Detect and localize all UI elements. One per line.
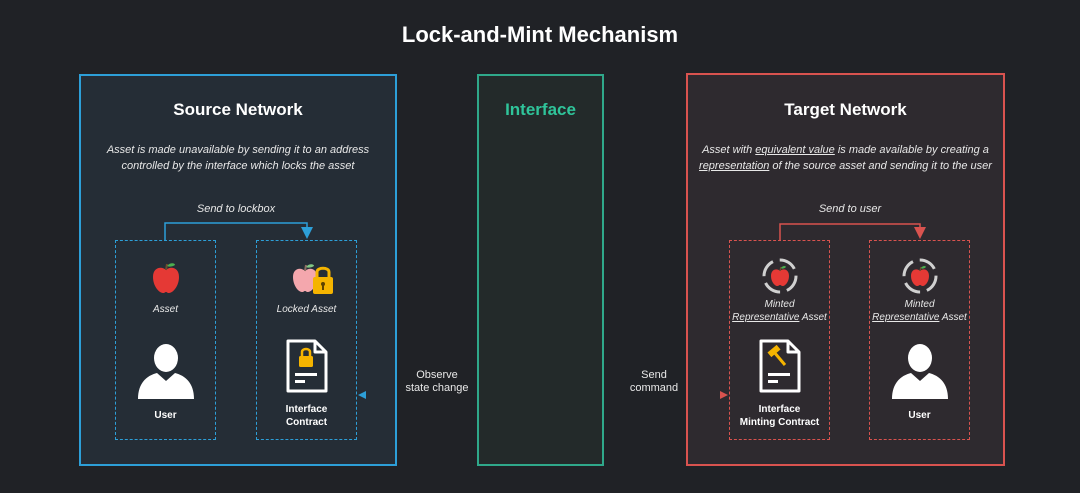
interface-contract-label: Interface Contract — [257, 403, 356, 429]
target-desc-equivalent-value: equivalent value — [755, 144, 835, 156]
target-contract-box: Minted Representative Asset Interface Mi… — [729, 240, 830, 440]
source-desc-line1: Asset is made unavailable by sending it … — [106, 144, 370, 156]
observe-line2: state change — [405, 382, 469, 394]
minting-contract-line1: Interface — [758, 404, 801, 415]
minted-asset-word: Asset — [799, 312, 827, 323]
source-network-title: Source Network — [173, 100, 303, 119]
send-command-line2: command — [629, 382, 679, 394]
source-network-panel: Source Network Asset is made unavailable… — [79, 74, 397, 466]
minted-representative: Representative — [872, 312, 940, 323]
source-network-description: Asset is made unavailable by sending it … — [81, 142, 395, 174]
target-user-label: User — [908, 410, 931, 421]
page-title: Lock-and-Mint Mechanism — [401, 22, 679, 47]
target-network-title: Target Network — [784, 100, 907, 119]
source-contract-box: Locked Asset Interface Contract — [256, 240, 357, 440]
minted-asset-label: Minted Representative Asset — [730, 298, 829, 324]
target-desc-representation: representation — [699, 160, 770, 172]
minting-contract-label: Interface Minting Contract — [730, 403, 829, 429]
target-network-panel: Target Network Asset with equivalent val… — [686, 73, 1005, 466]
minted-asset-word: Asset — [939, 312, 967, 323]
minted-asset-label-user: Minted Representative Asset — [870, 298, 969, 324]
minted-line1: Minted — [904, 299, 935, 310]
send-to-lockbox-label: Send to lockbox — [196, 203, 276, 215]
minted-line2: Representative Asset — [730, 311, 829, 324]
contract-hammer-icon — [759, 339, 801, 393]
minted-line2: Representative Asset — [870, 311, 969, 324]
apple-icon — [153, 263, 179, 293]
user-icon — [138, 344, 194, 399]
send-to-lockbox-arrow — [164, 222, 313, 240]
target-desc-line1: Asset with equivalent value is made avai… — [688, 142, 1003, 158]
interface-panel: Interface — [477, 74, 604, 466]
user-icon — [892, 344, 948, 399]
observe-state-change-label: Observe state change — [398, 369, 476, 395]
asset-label: Asset — [152, 304, 178, 315]
send-to-user-arrow — [779, 223, 926, 240]
minted-representative: Representative — [732, 312, 800, 323]
minted-asset-icon — [902, 258, 938, 294]
interface-contract-line2: Contract — [285, 417, 328, 428]
source-user-box: Asset User — [115, 240, 216, 440]
locked-asset-label: Locked Asset — [276, 304, 337, 315]
target-desc-post: of the source asset and sending it to th… — [769, 160, 992, 172]
target-user-box: Minted Representative Asset User — [869, 240, 970, 440]
interface-title: Interface — [505, 100, 576, 119]
send-command-line1: Send — [641, 369, 667, 381]
contract-lock-icon — [286, 339, 328, 393]
target-desc-line2: representation of the source asset and s… — [688, 158, 1003, 174]
interface-contract-line1: Interface — [285, 404, 328, 415]
target-desc-pre: Asset with — [702, 144, 756, 156]
minted-line1: Minted — [764, 299, 795, 310]
target-desc-mid: is made available by creating a — [834, 144, 989, 156]
source-desc-line2: controlled by the interface which locks … — [121, 160, 355, 172]
locked-asset-icon — [293, 264, 333, 294]
minting-contract-line2: Minting Contract — [739, 417, 820, 428]
send-to-user-label: Send to user — [818, 203, 882, 215]
send-command-label: Send command — [616, 369, 692, 395]
observe-line1: Observe — [416, 369, 458, 381]
target-network-description: Asset with equivalent value is made avai… — [688, 142, 1003, 174]
source-user-label: User — [154, 410, 177, 421]
minted-asset-icon — [762, 258, 798, 294]
